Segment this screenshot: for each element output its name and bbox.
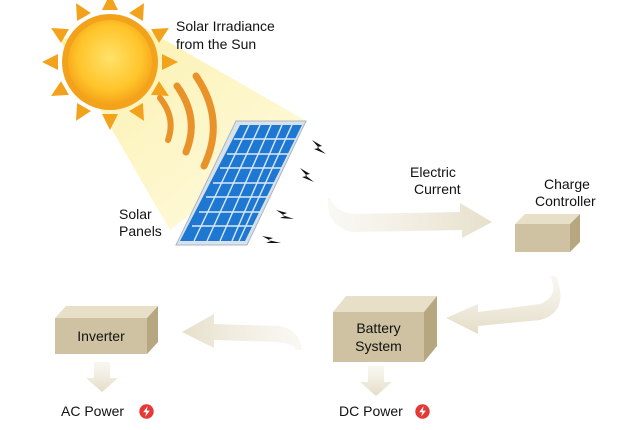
power-bolt-icon	[415, 404, 430, 419]
battery-label-line2: System	[355, 338, 402, 354]
charge-controller-box[interactable]	[515, 214, 580, 252]
arrow-battery-to-dc	[360, 366, 392, 396]
arrow-controller-to-battery	[446, 276, 561, 334]
inverter-label: Inverter	[77, 328, 125, 344]
arrow-panel-to-controller	[327, 198, 492, 238]
arrow-inverter-to-ac	[86, 362, 118, 392]
sun-icon	[42, 0, 178, 130]
inverter-box[interactable]	[55, 306, 158, 354]
radiation-waves	[157, 72, 217, 170]
sun-label-line2: from the Sun	[176, 36, 257, 52]
solar-panel-icon	[175, 120, 307, 246]
power-bolt-icon	[139, 404, 154, 419]
sun-label-line1: Solar Irradiance	[176, 18, 275, 34]
panels-label-line2: Panels	[119, 223, 162, 239]
dc-power-label: DC Power	[339, 403, 403, 419]
panels-label-line1: Solar	[119, 206, 152, 222]
lightning-spark-icon	[262, 140, 326, 243]
ac-power-label: AC Power	[61, 403, 125, 419]
controller-label-line1: Charge	[544, 176, 590, 192]
current-label-line2: Current	[414, 181, 461, 197]
battery-label-line1: Battery	[356, 320, 401, 336]
current-label-line1: Electric	[410, 164, 456, 180]
arrow-battery-to-inverter	[182, 314, 302, 350]
controller-label-line2: Controller	[535, 193, 596, 209]
battery-system-box[interactable]	[333, 296, 437, 362]
